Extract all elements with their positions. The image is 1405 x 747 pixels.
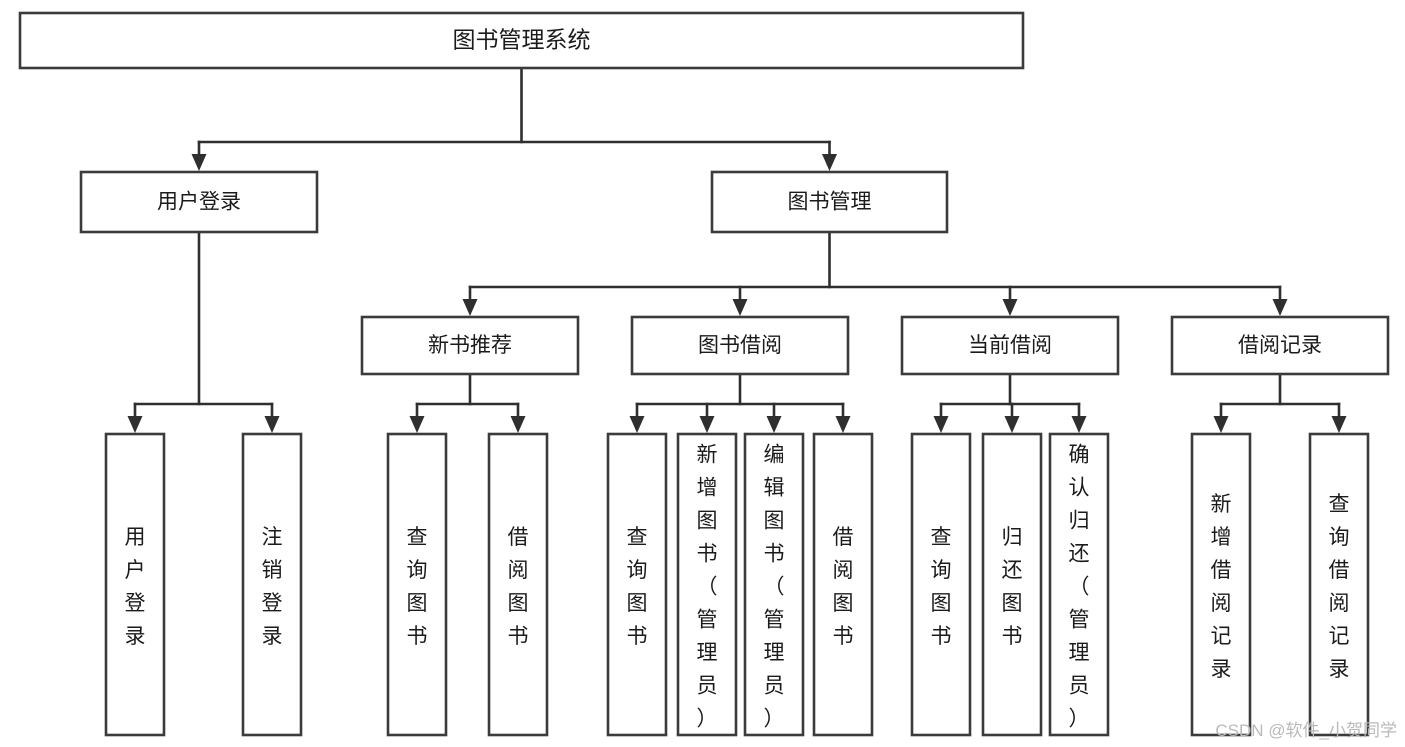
node-book-management[interactable]: 图书管理 [710, 170, 949, 234]
node-leaf-query-borrow-record-label: 查询借阅记录 [1329, 493, 1350, 681]
node-new-book-recommend-box[interactable] [360, 315, 580, 376]
node-current-borrow[interactable]: 当前借阅 [900, 315, 1120, 376]
edge-group-current-borrow [933, 372, 1087, 433]
node-leaf-user-login-label: 用户登录 [125, 526, 146, 648]
node-leaf-edit-book-admin-label: 编辑图书（管理员） [764, 444, 785, 731]
node-leaf-query-book-current-box[interactable] [910, 432, 972, 737]
node-leaf-borrow-book-recommend-box[interactable] [487, 432, 549, 737]
node-book-borrow-label: 图书借阅 [698, 334, 782, 357]
arrow-head-icon [127, 416, 143, 433]
node-leaf-logout-login-label: 注销登录 [262, 526, 283, 648]
arrow-head-icon [462, 299, 478, 316]
node-leaf-logout-login-box[interactable] [241, 432, 303, 737]
node-leaf-add-borrow-record-label: 新增借阅记录 [1211, 493, 1232, 681]
connector-layer [127, 66, 1347, 433]
node-borrow-record[interactable]: 借阅记录 [1170, 315, 1390, 376]
node-book-management-label: 图书管理 [788, 191, 872, 214]
node-root-box[interactable] [18, 11, 1025, 70]
node-leaf-query-borrow-record[interactable]: 查询借阅记录 [1308, 432, 1370, 737]
node-leaf-edit-book-admin-box[interactable] [743, 432, 805, 737]
arrow-head-icon [264, 416, 280, 433]
node-leaf-confirm-return-admin-box[interactable] [1048, 432, 1110, 737]
arrow-head-icon [1272, 299, 1288, 316]
node-user-login-box[interactable] [79, 170, 319, 234]
arrow-head-icon [1002, 299, 1018, 316]
node-user-login[interactable]: 用户登录 [79, 170, 319, 234]
arrow-head-icon [510, 416, 526, 433]
edge-group-borrow-record [1213, 372, 1347, 433]
node-book-management-box[interactable] [710, 170, 949, 234]
arrow-head-icon [822, 154, 837, 171]
node-leaf-return-book-label: 归还图书 [1002, 526, 1023, 648]
node-leaf-user-login[interactable]: 用户登录 [104, 432, 166, 737]
node-leaf-query-book-recommend[interactable]: 查询图书 [386, 432, 448, 737]
node-layer: 图书管理系统用户登录图书管理新书推荐图书借阅当前借阅借阅记录用户登录注销登录查询… [18, 11, 1390, 737]
node-root[interactable]: 图书管理系统 [18, 11, 1025, 70]
arrow-head-icon [933, 416, 949, 433]
node-leaf-query-book-current-label: 查询图书 [931, 526, 952, 648]
node-new-book-recommend-label: 新书推荐 [428, 334, 512, 357]
node-borrow-record-box[interactable] [1170, 315, 1390, 376]
node-current-borrow-label: 当前借阅 [968, 334, 1052, 357]
arrow-head-icon [699, 416, 715, 433]
node-leaf-borrow-book-label: 借阅图书 [833, 526, 854, 648]
arrow-head-icon [766, 416, 782, 433]
edge-group-book-management [462, 230, 1288, 316]
edge-group-new-book-recommend [409, 372, 526, 433]
node-leaf-edit-book-admin[interactable]: 编辑图书（管理员） [743, 432, 805, 737]
node-leaf-query-book-recommend-box[interactable] [386, 432, 448, 737]
node-root-label: 图书管理系统 [453, 27, 591, 53]
node-leaf-confirm-return-admin-label: 确认归还（管理员） [1069, 444, 1090, 731]
node-leaf-return-book[interactable]: 归还图书 [981, 432, 1043, 737]
node-leaf-query-book-borrow-label: 查询图书 [627, 526, 648, 648]
node-leaf-return-book-box[interactable] [981, 432, 1043, 737]
node-leaf-logout-login[interactable]: 注销登录 [241, 432, 303, 737]
node-new-book-recommend[interactable]: 新书推荐 [360, 315, 580, 376]
node-leaf-add-book-admin[interactable]: 新增图书（管理员） [676, 432, 738, 737]
node-leaf-add-borrow-record-box[interactable] [1190, 432, 1252, 737]
node-book-borrow[interactable]: 图书借阅 [630, 315, 850, 376]
node-leaf-user-login-box[interactable] [104, 432, 166, 737]
arrow-head-icon [1331, 416, 1347, 433]
edge-group-user-login [127, 230, 280, 433]
arrow-head-icon [1213, 416, 1229, 433]
arrow-head-icon [409, 416, 425, 433]
arrow-head-icon [835, 416, 851, 433]
node-leaf-confirm-return-admin[interactable]: 确认归还（管理员） [1048, 432, 1110, 737]
node-leaf-query-book-recommend-label: 查询图书 [407, 526, 428, 648]
node-user-login-label: 用户登录 [157, 191, 241, 214]
arrow-head-icon [1004, 416, 1020, 433]
node-leaf-borrow-book-recommend-label: 借阅图书 [508, 526, 529, 648]
node-leaf-add-book-admin-label: 新增图书（管理员） [697, 444, 718, 731]
node-leaf-query-book-borrow-box[interactable] [606, 432, 668, 737]
edge-group-root [191, 66, 837, 171]
node-borrow-record-label: 借阅记录 [1238, 334, 1322, 357]
watermark-text: CSDN @软件_小贺同学 [1215, 721, 1397, 740]
node-leaf-borrow-book[interactable]: 借阅图书 [812, 432, 874, 737]
edge-group-book-borrow [629, 372, 851, 433]
node-book-borrow-box[interactable] [630, 315, 850, 376]
node-leaf-add-book-admin-box[interactable] [676, 432, 738, 737]
node-leaf-query-borrow-record-box[interactable] [1308, 432, 1370, 737]
arrow-head-icon [629, 416, 645, 433]
arrow-head-icon [1071, 416, 1087, 433]
node-leaf-query-book-borrow[interactable]: 查询图书 [606, 432, 668, 737]
node-current-borrow-box[interactable] [900, 315, 1120, 376]
arrow-head-icon [191, 154, 207, 171]
node-leaf-add-borrow-record[interactable]: 新增借阅记录 [1190, 432, 1252, 737]
node-leaf-borrow-book-recommend[interactable]: 借阅图书 [487, 432, 549, 737]
arrow-head-icon [732, 299, 748, 316]
node-leaf-query-book-current[interactable]: 查询图书 [910, 432, 972, 737]
node-leaf-borrow-book-box[interactable] [812, 432, 874, 737]
